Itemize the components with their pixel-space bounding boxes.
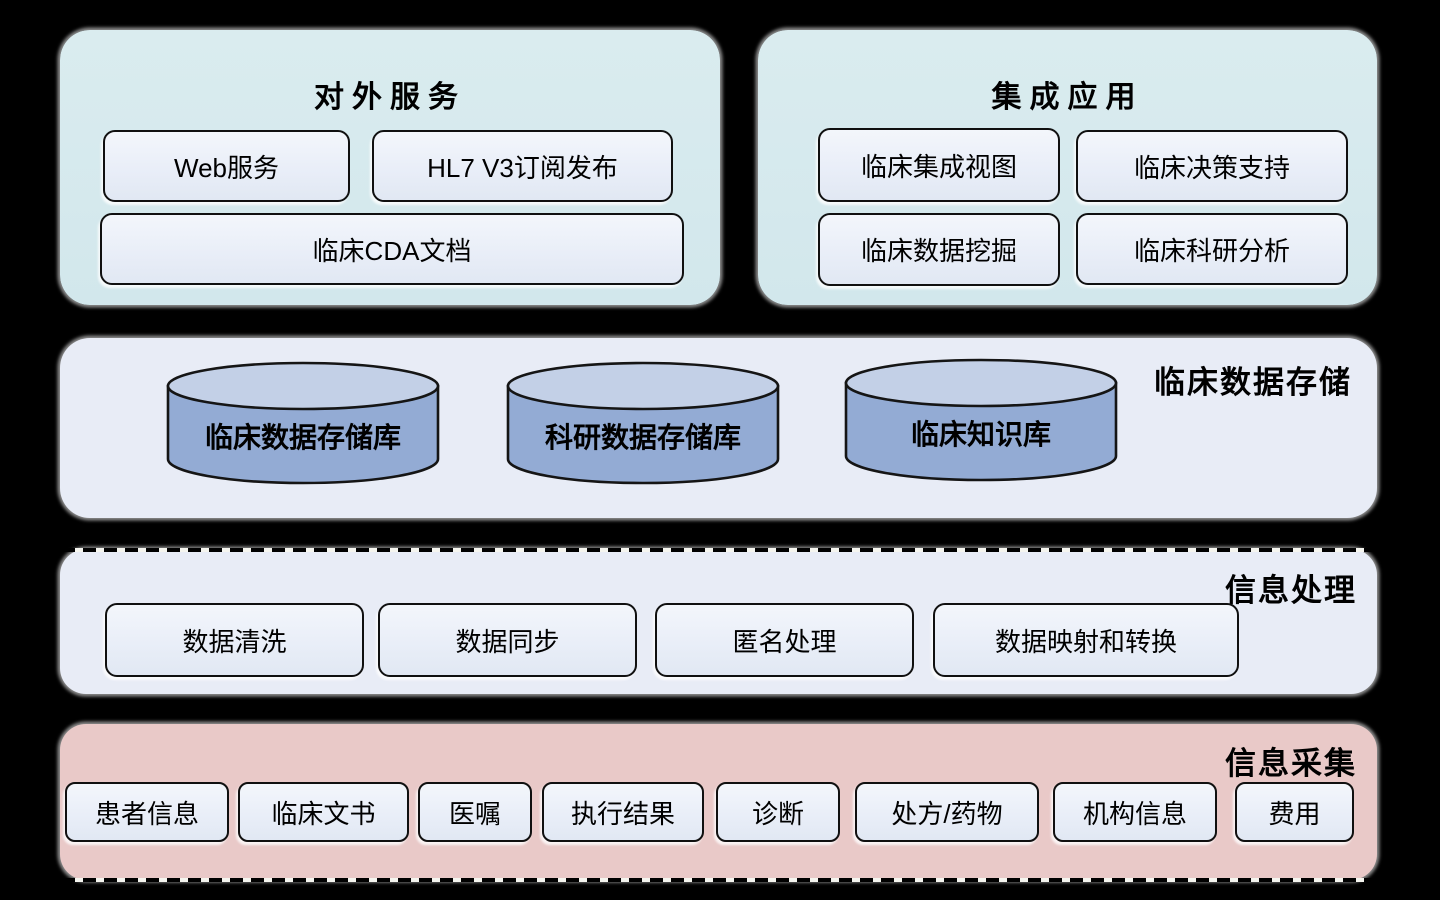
external-services-title: 对外服务 xyxy=(314,81,466,114)
dashed-bottom-border xyxy=(62,878,1375,882)
node-diagnosis: 诊断 xyxy=(716,782,840,842)
panel-info-processing: 信息处理 数据清洗 数据同步 匿名处理 数据映射和转换 xyxy=(60,548,1377,694)
panel-clinical-data-storage: 临床数据存储 临床数据存储库 科研数据存储库 临床知识库 xyxy=(60,338,1377,518)
database-cylinder-icon xyxy=(506,361,780,485)
storage-section-label: 临床数据存储 xyxy=(1154,365,1352,400)
node-data-sync: 数据同步 xyxy=(378,603,637,677)
node-web-service: Web服务 xyxy=(103,130,350,202)
cylinder-label-clinical-data-repository: 临床数据存储库 xyxy=(204,422,401,453)
node-clinical-cda-doc: 临床CDA文档 xyxy=(100,213,684,285)
node-org-info: 机构信息 xyxy=(1053,782,1217,842)
collection-section-label: 信息采集 xyxy=(1225,746,1357,781)
node-clinical-document: 临床文书 xyxy=(238,782,409,842)
cylinder-research-data-repository: 科研数据存储库 xyxy=(505,360,781,488)
node-hl7-v3-pubsub: HL7 V3订阅发布 xyxy=(372,130,673,202)
node-data-cleansing: 数据清洗 xyxy=(105,603,364,677)
database-cylinder-icon xyxy=(166,361,440,485)
node-cost: 费用 xyxy=(1235,782,1354,842)
node-clinical-decision-support: 临床决策支持 xyxy=(1076,130,1348,202)
cylinder-clinical-data-repository: 临床数据存储库 xyxy=(165,360,441,488)
processing-section-label: 信息处理 xyxy=(1225,573,1357,608)
node-data-mapping-transform: 数据映射和转换 xyxy=(933,603,1239,677)
node-patient-info: 患者信息 xyxy=(65,782,229,842)
panel-integrated-apps: 集成应用 临床集成视图 临床决策支持 临床数据挖掘 临床科研分析 xyxy=(758,30,1377,305)
panel-info-collection: 信息采集 患者信息 临床文书 医嘱 执行结果 诊断 处方/药物 机构信息 费用 xyxy=(60,724,1377,882)
node-prescription-drug: 处方/药物 xyxy=(855,782,1039,842)
node-execution-result: 执行结果 xyxy=(542,782,704,842)
node-clinical-data-mining: 临床数据挖掘 xyxy=(818,213,1060,286)
panel-external-services: 对外服务 Web服务 HL7 V3订阅发布 临床CDA文档 xyxy=(60,30,720,305)
cylinder-label-research-data-repository: 科研数据存储库 xyxy=(544,422,741,453)
cylinder-label-clinical-knowledge-base: 临床知识库 xyxy=(910,419,1051,450)
dashed-top-border xyxy=(62,548,1375,552)
cylinder-clinical-knowledge-base: 临床知识库 xyxy=(843,357,1119,485)
integrated-apps-title: 集成应用 xyxy=(991,81,1144,114)
node-clinical-research-analysis: 临床科研分析 xyxy=(1076,213,1348,285)
node-anonymization: 匿名处理 xyxy=(655,603,914,677)
node-medical-order: 医嘱 xyxy=(418,782,532,842)
node-clinical-integrated-view: 临床集成视图 xyxy=(818,128,1060,202)
database-cylinder-icon xyxy=(844,358,1118,482)
